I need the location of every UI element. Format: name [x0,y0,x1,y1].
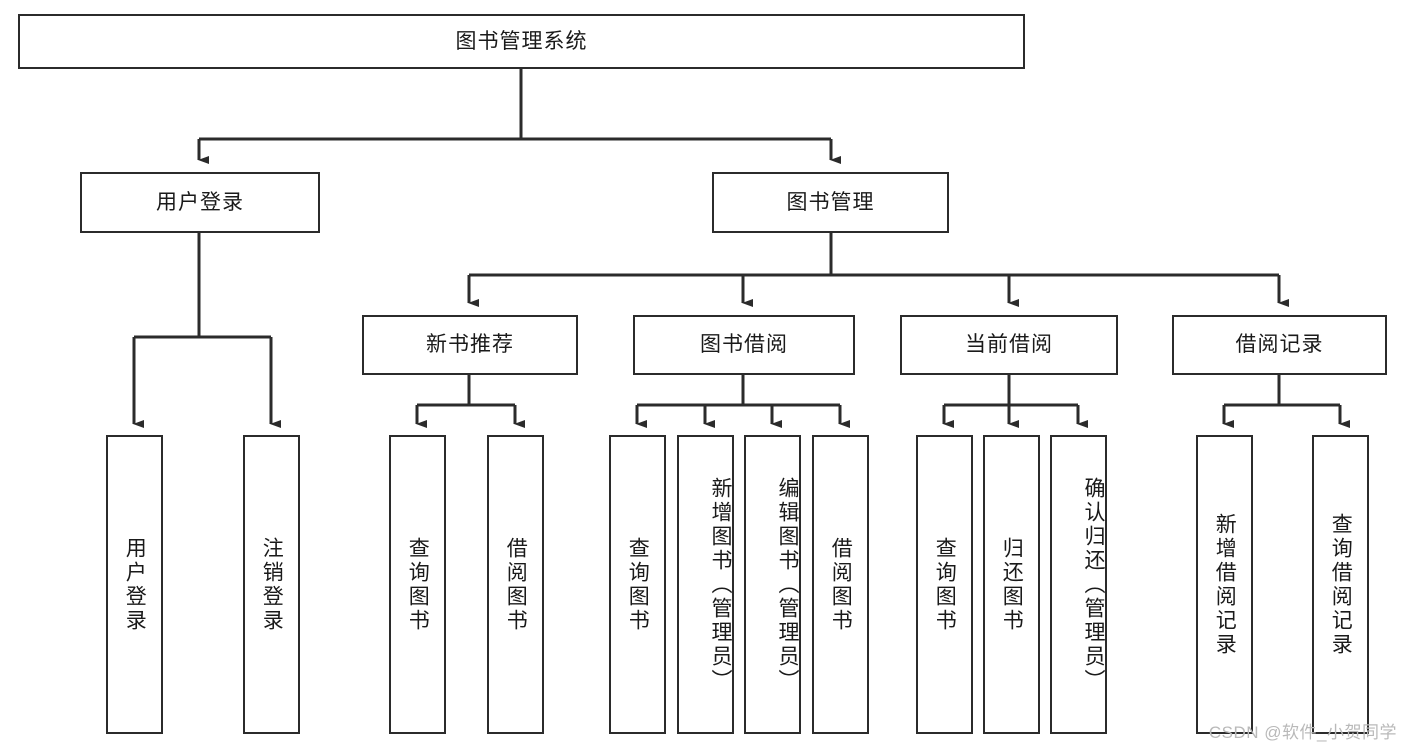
leaf-add-book-admin[interactable]: 新增图书（管理员） [677,435,734,734]
node-current-borrowing[interactable]: 当前借阅 [900,315,1118,375]
node-label: 借阅图书 [829,536,853,633]
leaf-borrow-book-new-rec[interactable]: 借阅图书 [487,435,544,734]
node-label: 确认归还（管理员） [1082,476,1105,693]
node-label: 用户登录 [123,536,147,633]
leaf-query-borrow-record[interactable]: 查询借阅记录 [1312,435,1369,734]
node-label: 查询图书 [933,536,957,633]
node-label: 编辑图书（管理员） [776,476,799,693]
node-label: 新增借阅记录 [1213,512,1237,657]
node-book-borrowing[interactable]: 图书借阅 [633,315,855,375]
node-label: 新书推荐 [426,333,514,357]
node-borrowing-record[interactable]: 借阅记录 [1172,315,1387,375]
node-label: 查询图书 [626,536,650,633]
csdn-watermark: CSDN @软件_小贺同学 [1208,723,1397,742]
node-root-book-management-system[interactable]: 图书管理系统 [18,14,1025,69]
node-label: 用户登录 [156,190,244,214]
node-user-login[interactable]: 用户登录 [80,172,320,233]
node-book-management[interactable]: 图书管理 [712,172,949,233]
node-label: 借阅记录 [1235,333,1324,357]
node-label: 注销登录 [260,536,284,633]
leaf-edit-book-admin[interactable]: 编辑图书（管理员） [744,435,801,734]
node-new-book-recommendation[interactable]: 新书推荐 [362,315,578,375]
leaf-add-borrow-record[interactable]: 新增借阅记录 [1196,435,1253,734]
node-label: 查询借阅记录 [1329,512,1353,657]
node-label: 新增图书（管理员） [709,476,732,693]
leaf-confirm-return-admin[interactable]: 确认归还（管理员） [1050,435,1107,734]
leaf-return-book[interactable]: 归还图书 [983,435,1040,734]
leaf-borrow-book-borrow[interactable]: 借阅图书 [812,435,869,734]
leaf-query-book-borrow[interactable]: 查询图书 [609,435,666,734]
node-label: 当前借阅 [965,333,1053,357]
leaf-user-logout[interactable]: 注销登录 [243,435,300,734]
leaf-query-book-new-rec[interactable]: 查询图书 [389,435,446,734]
node-label: 查询图书 [406,536,430,633]
node-label: 图书借阅 [700,333,788,357]
node-label: 归还图书 [1000,536,1024,633]
leaf-query-book-current[interactable]: 查询图书 [916,435,973,734]
leaf-user-login[interactable]: 用户登录 [106,435,163,734]
node-label: 借阅图书 [504,536,528,633]
node-label: 图书管理 [786,190,875,214]
node-label: 图书管理系统 [455,29,588,53]
